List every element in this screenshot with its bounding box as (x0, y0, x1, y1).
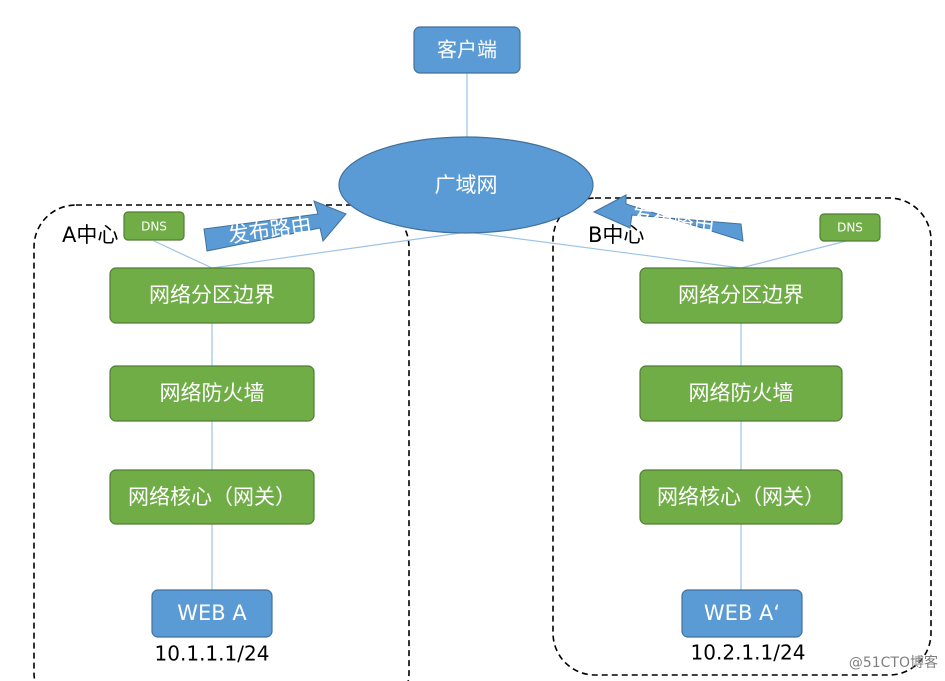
center-a-web-node[interactable]: WEB A (151, 589, 273, 638)
center-b-web-label: WEB A‘ (704, 601, 780, 625)
center-b-subnet: 10.2.1.1/24 (691, 641, 806, 665)
center-b-boundary (552, 197, 932, 676)
center-b-core-node[interactable]: 网络核心（网关） (639, 469, 843, 525)
watermark: @51CTO博客 (849, 654, 938, 671)
connector-dns-b (740, 239, 851, 269)
center-a-dns-node[interactable]: DNS (123, 211, 185, 241)
connectors (153, 73, 851, 590)
center-b-core-label: 网络核心（网关） (657, 485, 825, 509)
wan-label: 广域网 (435, 173, 498, 197)
center-b-dns-node[interactable]: DNS (819, 213, 881, 242)
center-a-core-node[interactable]: 网络核心（网关） (109, 469, 315, 525)
center-a-boundary-node[interactable]: 网络分区边界 (109, 267, 315, 324)
center-a-web-label: WEB A (177, 601, 247, 625)
center-a-firewall-node[interactable]: 网络防火墙 (109, 365, 315, 422)
wan-node[interactable]: 广域网 (338, 136, 594, 234)
connector-wan-a (211, 231, 468, 269)
center-a-boundary-label: 网络分区边界 (149, 283, 275, 307)
center-b-boundary-node[interactable]: 网络分区边界 (639, 267, 843, 324)
center-a-route-arrow: 发布路由 (203, 200, 347, 252)
client-label: 客户端 (437, 38, 497, 62)
center-a-core-label: 网络核心（网关） (128, 485, 296, 509)
client-node[interactable]: 客户端 (413, 26, 521, 74)
center-a-subnet: 10.1.1.1/24 (155, 642, 270, 666)
connector-wan-b (466, 231, 742, 269)
center-b-web-node[interactable]: WEB A‘ (681, 589, 803, 638)
center-a-route-label: 发布路由 (227, 212, 314, 247)
center-a-firewall-label: 网络防火墙 (160, 381, 265, 405)
center-b-label: B中心 (588, 223, 644, 247)
center-a-label: A中心 (62, 223, 118, 247)
center-b-boundary-label: 网络分区边界 (678, 283, 804, 307)
center-b-dns-label: DNS (837, 221, 863, 235)
center-a-boundary (33, 204, 410, 681)
center-a-dns-label: DNS (141, 220, 167, 234)
center-b-firewall-node[interactable]: 网络防火墙 (639, 365, 843, 422)
center-b-firewall-label: 网络防火墙 (689, 381, 794, 405)
connector-dns-a (153, 240, 213, 269)
